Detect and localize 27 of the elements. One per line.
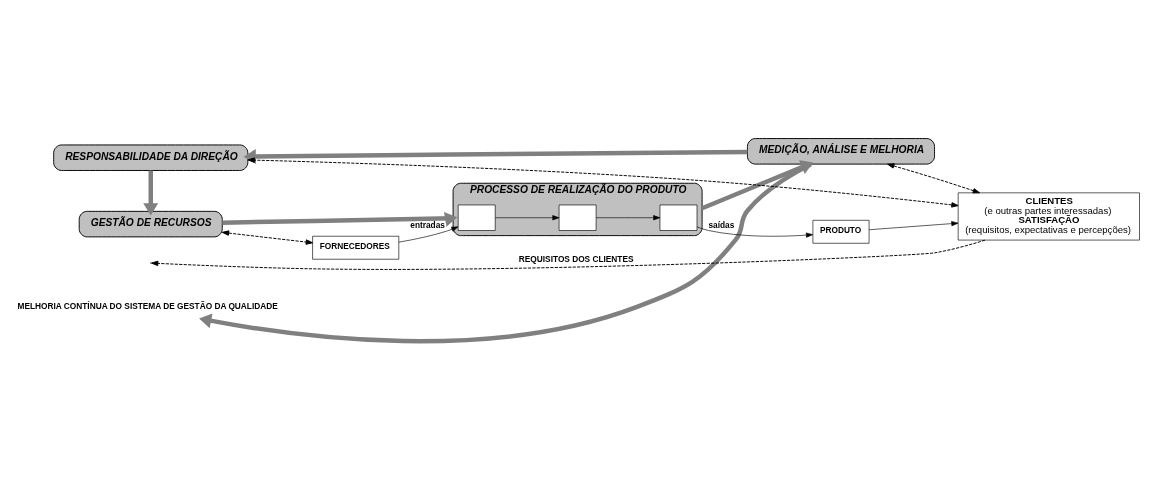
node-box bbox=[558, 204, 597, 231]
node-box: CLIENTES (e outras partes interessadas) SATISFAÇÃO (requisitos, expectativas e percepções) bbox=[957, 192, 1140, 240]
edge-label: saídas bbox=[708, 219, 735, 230]
arrow bbox=[150, 239, 986, 270]
arrow bbox=[868, 220, 959, 230]
arrow bbox=[247, 156, 959, 208]
node-box: RESPONSABILIDADE DA DIREÇÃO bbox=[53, 143, 249, 171]
arrow bbox=[887, 162, 980, 193]
arrow bbox=[222, 211, 458, 227]
arrow bbox=[701, 159, 814, 210]
node-box bbox=[659, 204, 698, 231]
arrow bbox=[221, 229, 314, 245]
arrow bbox=[243, 148, 748, 164]
node-box: GESTÃO DE RECURSOS bbox=[78, 210, 223, 237]
edge-label: REQUISITOS DOS CLIENTES bbox=[518, 253, 634, 264]
arrow bbox=[398, 226, 459, 242]
node-box: MEDIÇÃO, ANÁLISE E MELHORIA bbox=[746, 137, 935, 165]
node-box: FORNECEDORES bbox=[312, 235, 400, 260]
node-box: PRODUTO bbox=[812, 219, 870, 244]
edge-label: entradas bbox=[410, 219, 445, 230]
arrow bbox=[696, 226, 814, 238]
arrow bbox=[143, 170, 159, 215]
arrow bbox=[595, 214, 661, 220]
node-box bbox=[457, 204, 496, 231]
arrow bbox=[495, 214, 560, 220]
node-text: MELHORIA CONTÍNUA DO SISTEMA DE GESTÃO DA QUALIDADE bbox=[17, 300, 278, 311]
arrow bbox=[199, 161, 812, 343]
